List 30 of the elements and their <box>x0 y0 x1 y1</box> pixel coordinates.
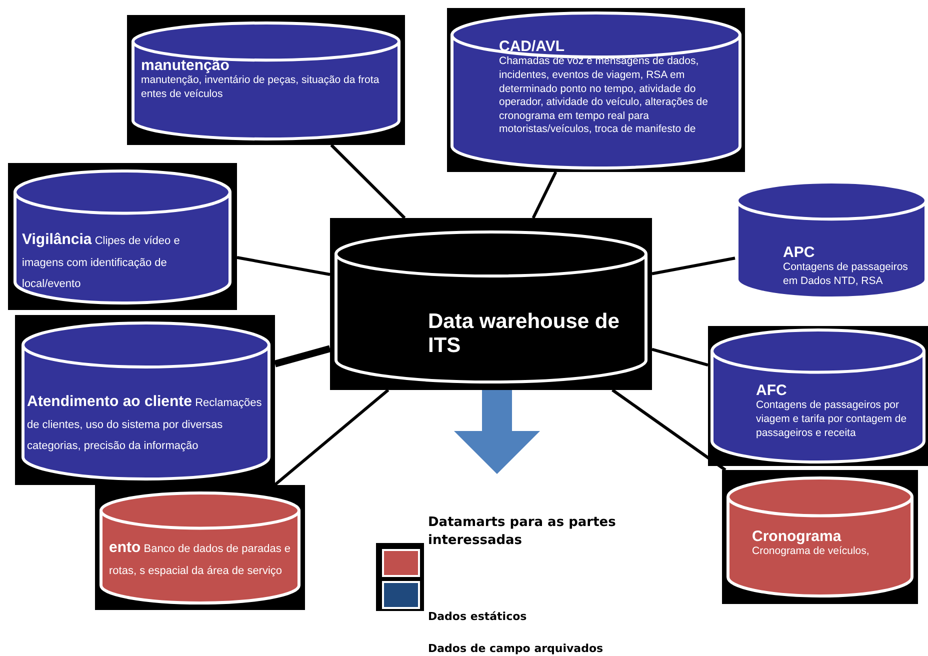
connector-line <box>652 256 736 276</box>
arrow <box>454 390 540 474</box>
node-description: Contagens de passageiros por viagem e tarifa por contagem de passageiros e receita <box>756 399 908 440</box>
node-description: Contagens de passageiros em Dados NTD, RSA <box>783 261 909 289</box>
database-panel <box>330 218 652 390</box>
node-title: APC <box>783 244 816 262</box>
heading-text: Datamarts para as partes interessadas <box>428 514 628 550</box>
node-description: Cronograma de veículos, <box>752 545 870 559</box>
node-title: manutenção <box>141 57 230 74</box>
connector-line <box>274 388 390 486</box>
node-title: AFC <box>756 382 788 400</box>
node-title: Cronograma <box>752 528 842 546</box>
node-description: Vigilância Clipes de vídeo e imagens com identificação de local/evento <box>22 230 181 292</box>
database-panel <box>95 485 305 610</box>
node-description: manutenção, inventário de peças, situação da frota entes de veículos <box>141 74 380 102</box>
node-description: Chamadas de voz e mensagens de dados, incidentes, eventos de viagem, RSA em determinado ponto no tempo, atividade do operador, atividade do veículo, alterações de cronograma em tempo real para motoristas/veículos, troca de manifesto de <box>499 55 709 138</box>
database-panel <box>722 470 918 604</box>
node-title: Data warehouse de ITS <box>428 310 620 358</box>
connector-line <box>652 348 708 366</box>
connector-line <box>236 256 330 276</box>
legend-label: Dados estáticos <box>428 610 527 623</box>
node-description: ento Banco de dados de paradas e rotas, s espacial da área de serviço <box>109 538 292 579</box>
database-panel <box>8 163 237 310</box>
node-title: CAD/AVL <box>499 38 566 56</box>
connector-line <box>330 144 406 220</box>
connector-line <box>612 388 726 472</box>
connector-line <box>532 171 558 219</box>
node-description: Atendimento ao cliente Reclamações de clientes, uso do sistema por diversas categorias, precisão da informação <box>27 392 263 454</box>
connector-line <box>274 345 331 368</box>
legend-label: Dados de campo arquivados <box>428 642 604 655</box>
